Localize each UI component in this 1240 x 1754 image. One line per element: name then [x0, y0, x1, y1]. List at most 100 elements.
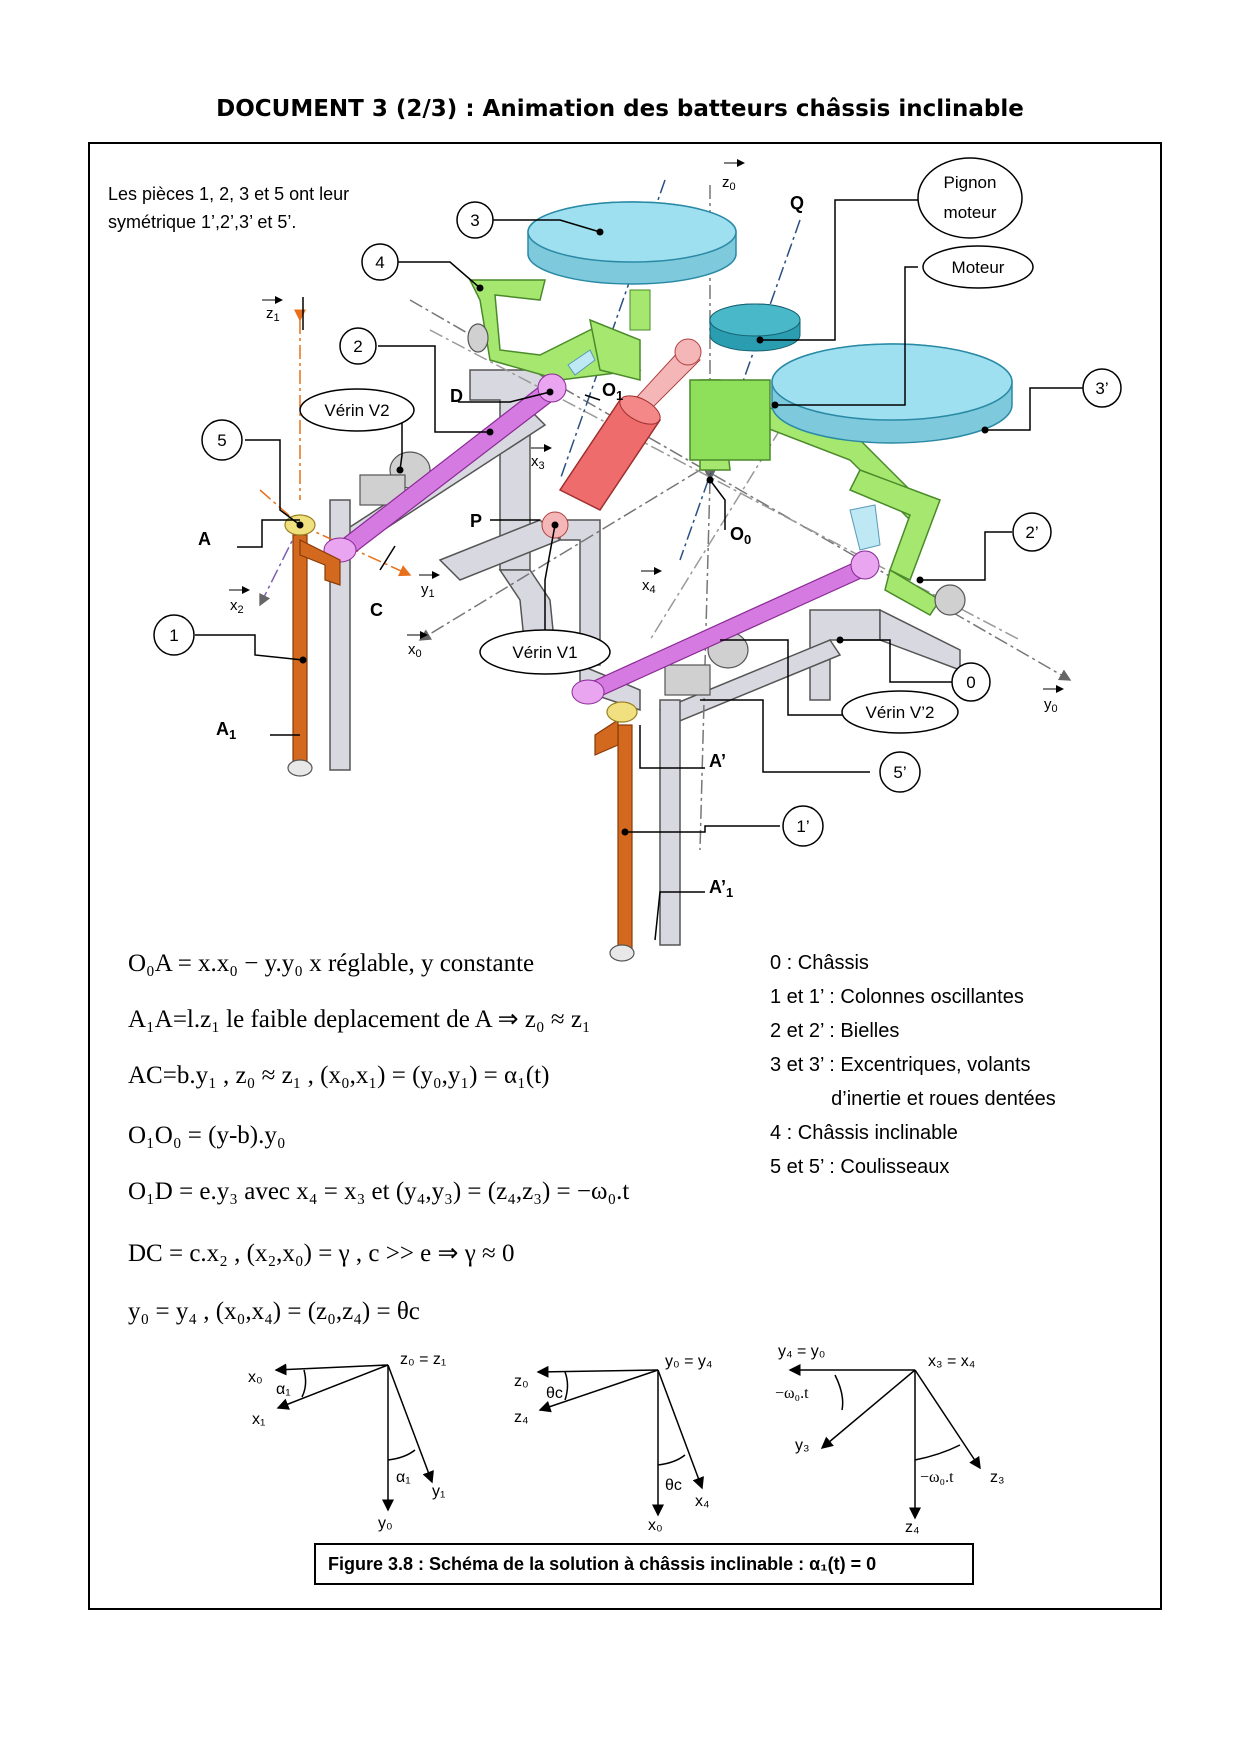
callout-pignon-moteur: Pignon moteur: [917, 157, 1023, 239]
point-a1: A1: [216, 719, 236, 742]
column-1-prime: [594, 701, 638, 962]
callouts: 3 4 2 5 1 3’ 2’ 0 5’ 1’ Vérin V2 Vérin V…: [153, 157, 1122, 847]
point-a: A: [198, 529, 211, 549]
svg-text:Moteur: Moteur: [952, 258, 1005, 277]
callout-3-prime: 3’: [1082, 368, 1122, 408]
point-p: P: [470, 511, 482, 531]
point-q: Q: [790, 193, 804, 213]
fig3-omega: −ω₀.t: [775, 1385, 809, 1402]
axis-labels: z0 z1 x3 y1 x2 x4 x0 y0: [229, 159, 1064, 715]
equation-5: O₁D = e.y₃ avec x₄ = x₃ et (y₄,y₃) = (z₄…: [128, 1178, 630, 1205]
column-1: [284, 514, 341, 777]
callout-2-prime: 2’: [1012, 512, 1052, 552]
callout-verin-v2-prime: Vérin V’2: [841, 690, 959, 734]
axis-y1-label: y1: [421, 581, 435, 600]
eccentric-3-prime: [771, 343, 1013, 444]
symmetry-note: Les pièces 1, 2, 3 et 5 ont leur symétri…: [108, 180, 349, 236]
axis-x4-label: x4: [642, 577, 656, 596]
link-rod-2: [323, 373, 567, 563]
point-d: D: [450, 386, 463, 406]
frame-diagram-3: y₄ = y₀ x₃ = x₄ −ω₀.t −ω₀.t y₃ z₃ z₄: [775, 1343, 1005, 1536]
callout-3: 3: [456, 201, 494, 239]
svg-text:moteur: moteur: [944, 203, 997, 222]
legend-item: 2 et 2’ : Bielles: [770, 1020, 900, 1042]
fig1-y0: y₀: [378, 1515, 393, 1532]
fig2-z4: z₄: [514, 1409, 529, 1426]
fig2-theta: θc: [546, 1385, 563, 1402]
legend-item: d’inertie et roues dentées: [770, 1088, 1056, 1110]
document-frame: [88, 142, 1162, 1610]
fig1-x0: x₀: [248, 1369, 263, 1386]
fig3-y3: y₃: [795, 1437, 810, 1454]
svg-text:Vérin V2: Vérin V2: [324, 401, 389, 420]
point-o0: O0: [730, 524, 751, 547]
fig3-y4y0: y₄ = y₀: [778, 1343, 825, 1360]
motor-pinion: [709, 303, 801, 352]
callout-2: 2: [339, 327, 377, 365]
svg-text:2: 2: [353, 337, 362, 356]
callout-0: 0: [951, 662, 991, 702]
fig1-alpha1-b: α₁: [396, 1469, 411, 1486]
tilting-chassis-4: [468, 279, 942, 616]
fig2-z0: z₀: [514, 1373, 529, 1390]
axis-z0-label: z0: [722, 174, 736, 193]
fig1-alpha1: α₁: [276, 1381, 291, 1398]
frame-diagram-2: z₀ z₄ y₀ = y₄ θc θc x₄ x₀: [514, 1353, 712, 1534]
svg-text:0: 0: [966, 673, 975, 692]
axis-x3-label: x3: [531, 453, 545, 472]
equation-7: y₀ = y₄ , (x₀,x₄) = (z₀,z₄) = θc: [128, 1298, 420, 1325]
equation-2: A₁A=l.z₁ le faible deplacement de A ⇒ z₀…: [128, 1006, 591, 1033]
axis-z1-label: z1: [266, 305, 280, 324]
callout-moteur: Moteur: [922, 245, 1034, 289]
leader-dots: [296, 228, 989, 836]
fig1-z0z1: z₀ = z₁: [400, 1351, 446, 1368]
point-labels: Q D O1 A C P O0 A1 A’ A’1: [198, 193, 804, 900]
point-a-prime: A’: [709, 751, 726, 771]
equation-4: O₁O₀ = (y-b).y₀: [128, 1122, 286, 1149]
legend-item: 4 : Châssis inclinable: [770, 1122, 958, 1144]
svg-text:1: 1: [169, 626, 178, 645]
connecting-links: [567, 349, 881, 551]
svg-text:1’: 1’: [796, 817, 809, 836]
callout-5: 5: [201, 419, 243, 461]
callout-4: 4: [361, 243, 399, 281]
callout-1: 1: [153, 614, 195, 656]
svg-text:3: 3: [470, 211, 479, 230]
legend-item: 5 et 5’ : Coulisseaux: [770, 1156, 950, 1178]
fig3-z4: z₄: [905, 1519, 920, 1536]
fig3-omega-b: −ω₀.t: [920, 1469, 954, 1486]
point-o1: O1: [602, 380, 623, 403]
svg-text:5: 5: [217, 431, 226, 450]
note-line-2: symétrique 1’,2’,3’ et 5’.: [108, 212, 297, 232]
fig1-y1: y₁: [432, 1483, 445, 1500]
svg-text:Vérin V1: Vérin V1: [512, 643, 577, 662]
fig1-x1: x₁: [252, 1411, 265, 1428]
parts-legend: 0 : Châssis 1 et 1’ : Colonnes oscillant…: [770, 946, 1056, 1184]
callout-1-prime: 1’: [782, 805, 824, 847]
equation-1: O₀A = x.x₀ − y.y₀ x réglable, y constant…: [128, 950, 535, 977]
legend-item: 0 : Châssis: [770, 952, 869, 974]
eccentric-3: [527, 201, 737, 331]
svg-text:5’: 5’: [893, 763, 906, 782]
fig2-y0y4: y₀ = y₄: [665, 1353, 712, 1370]
fig3-x3x4: x₃ = x₄: [928, 1353, 975, 1370]
svg-text:4: 4: [375, 253, 384, 272]
callout-5-prime: 5’: [879, 751, 921, 793]
svg-text:Pignon: Pignon: [944, 173, 997, 192]
note-line-1: Les pièces 1, 2, 3 et 5 ont leur: [108, 184, 350, 204]
fig2-x0: x₀: [648, 1517, 663, 1534]
actuator-v1: [541, 338, 702, 539]
point-c: C: [370, 600, 383, 620]
fig2-x4: x₄: [695, 1493, 710, 1510]
legend-item: 1 et 1’ : Colonnes oscillantes: [770, 986, 1024, 1008]
document-title: DOCUMENT 3 (2/3) : Animation des batteur…: [216, 96, 1024, 122]
fig3-z3: z₃: [990, 1469, 1005, 1486]
frame-diagram-1: x₀ x₁ z₀ = z₁ α₁ α₁ y₁ y₀: [248, 1351, 446, 1532]
leader-lines: [195, 199, 1084, 941]
figure-caption: Figure 3.8 : Schéma de la solution à châ…: [314, 1543, 974, 1585]
legend-item: 3 et 3’ : Excentriques, volants: [770, 1054, 1031, 1076]
callout-verin-v2: Vérin V2: [299, 388, 415, 432]
fig2-theta-b: θc: [665, 1477, 682, 1494]
callout-verin-v1: Vérin V1: [479, 629, 611, 675]
